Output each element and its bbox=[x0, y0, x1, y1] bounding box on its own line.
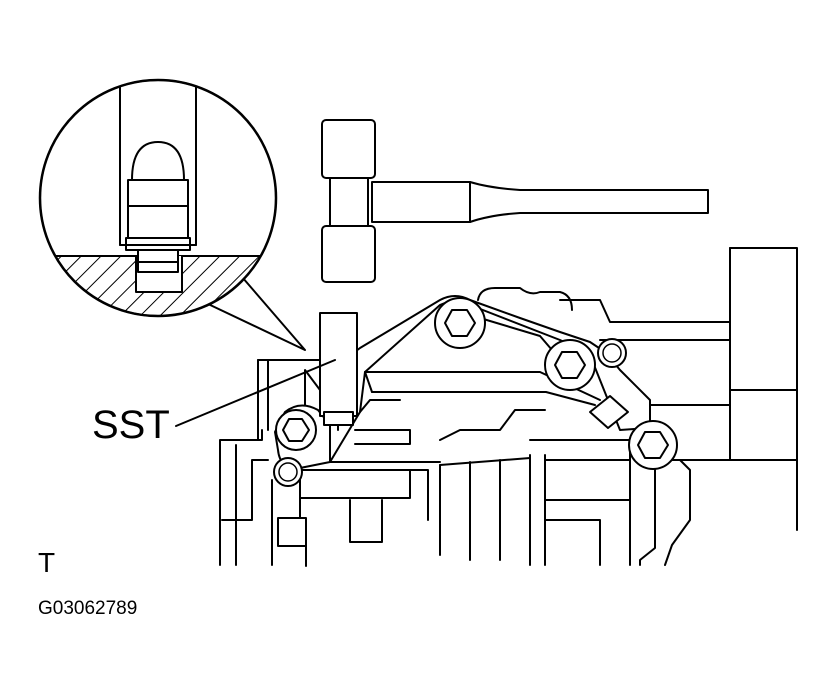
dowel-pin-lower-left bbox=[273, 457, 303, 487]
bolt-lower-left bbox=[275, 409, 317, 451]
sst-tool bbox=[319, 312, 358, 431]
bolt-far-right bbox=[628, 420, 678, 470]
hammer bbox=[321, 119, 709, 283]
detail-magnified-view bbox=[38, 78, 278, 318]
engine-housing bbox=[219, 247, 798, 567]
dowel-pin-right bbox=[597, 338, 627, 368]
sst-leader-line bbox=[175, 359, 336, 427]
small-tab-right bbox=[589, 395, 629, 429]
bolt-top-cover bbox=[434, 297, 486, 349]
figure-id-label: G03062789 bbox=[38, 598, 137, 619]
bolt-right-cover bbox=[544, 339, 596, 391]
view-code-label: T bbox=[38, 547, 55, 578]
sst-label: SST bbox=[92, 403, 170, 447]
